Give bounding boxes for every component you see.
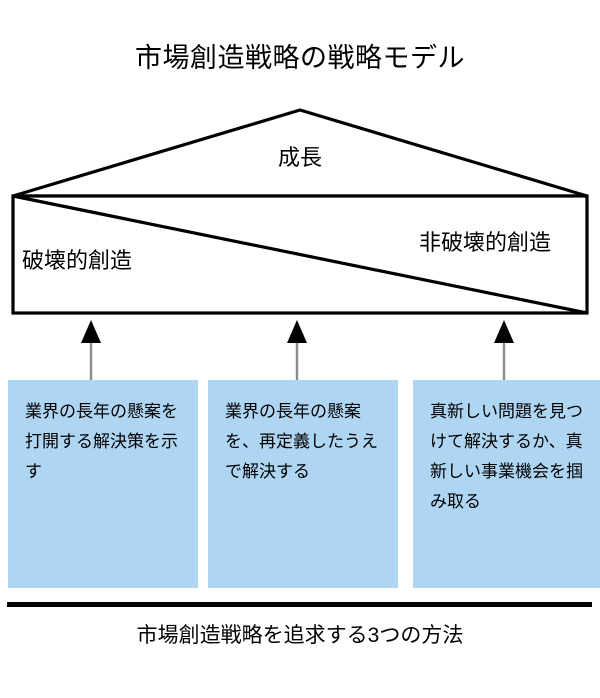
body-label-nondisruptive-creation: 非破壊的創造 — [419, 230, 552, 255]
method-box-2: 業界の長年の懸案を、再定義したうえで解決する — [208, 380, 398, 588]
bottom-divider-rule — [7, 602, 592, 607]
support-arrow-2 — [287, 320, 307, 380]
method-box-3-text: 真新しい問題を見つけて解決するか、真新しい事業機会を掴み取る — [430, 402, 583, 511]
body-label-disruptive-creation: 破壊的創造 — [22, 248, 133, 273]
method-box-1-text: 業界の長年の懸案を打開する解決策を示す — [25, 402, 178, 481]
support-arrow-1 — [81, 320, 101, 380]
method-box-2-text: 業界の長年の懸案を、再定義したうえで解決する — [225, 402, 378, 481]
bottom-caption: 市場創造戦略を追求する3つの方法 — [136, 624, 464, 647]
method-box-1: 業界の長年の懸案を打開する解決策を示す — [8, 380, 198, 588]
roof-label-growth: 成長 — [277, 145, 322, 170]
support-arrow-3 — [494, 320, 514, 380]
method-box-3: 真新しい問題を見つけて解決するか、真新しい事業機会を掴み取る — [413, 380, 600, 588]
page-title: 市場創造戦略の戦略モデル — [135, 43, 465, 73]
